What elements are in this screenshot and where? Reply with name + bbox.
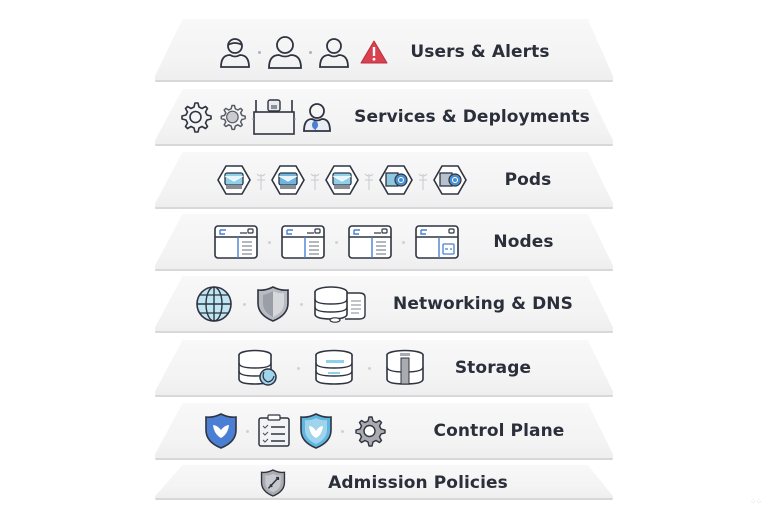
connector-dot	[340, 429, 344, 433]
connector-icon	[363, 168, 375, 192]
layer-label: Storage	[454, 358, 532, 378]
pod-cube-icon	[216, 164, 251, 196]
layer-label: Services & Deployments	[354, 107, 590, 127]
user-admin-icon	[302, 101, 332, 133]
layer-storage: Storage	[155, 340, 613, 398]
pod-cube-icon	[324, 164, 359, 196]
shield-blue-icon	[204, 412, 238, 450]
pod-gear-icon	[432, 164, 467, 196]
layer-edge	[155, 269, 613, 271]
layer-label: Admission Policies	[328, 473, 508, 493]
server-window-alt-icon	[415, 225, 460, 259]
connector-dot	[268, 240, 272, 244]
server-window-icon	[214, 225, 259, 259]
database-network-icon	[313, 285, 367, 323]
layer-edge	[155, 331, 613, 333]
connector-dot	[367, 366, 371, 370]
warning-triangle-icon	[360, 39, 388, 65]
connector-icon	[255, 168, 267, 192]
pod-cube-icon	[270, 164, 305, 196]
checklist-icon	[257, 414, 291, 448]
user-icon	[318, 35, 350, 69]
server-window-icon	[281, 225, 326, 259]
database-sync-icon	[237, 349, 283, 387]
pod-gear-icon	[378, 164, 413, 196]
layer-label: Nodes	[493, 232, 554, 252]
connector-dot	[245, 429, 249, 433]
layer-edge	[155, 498, 613, 500]
layer-edge	[155, 395, 613, 397]
layer-label: Users & Alerts	[410, 42, 550, 62]
shield-cyan-icon	[299, 412, 333, 450]
layer-slab	[155, 340, 613, 396]
connector-dot	[300, 302, 304, 306]
layer-slab	[155, 465, 613, 499]
shield-icon	[256, 285, 290, 323]
gear-icon	[178, 100, 212, 134]
layer-nodes: Nodes	[155, 214, 613, 272]
connector-dot	[296, 366, 300, 370]
layer-admission-policies: Admission Policies	[155, 465, 613, 501]
layer-slab	[155, 19, 613, 81]
layer-control-plane: Control Plane	[155, 403, 613, 461]
gear-filled-icon	[218, 103, 247, 131]
connector-dot	[309, 50, 313, 54]
connector-icon	[417, 168, 429, 192]
watermark-mark: ⁘⁘	[750, 498, 762, 506]
server-window-icon	[348, 225, 393, 259]
globe-icon	[195, 285, 233, 323]
user-icon	[267, 34, 303, 70]
layer-pods: Pods	[155, 152, 613, 210]
connector-dot	[335, 240, 339, 244]
layer-edge	[155, 80, 613, 82]
layer-label: Networking & DNS	[393, 294, 573, 314]
layer-label: Pods	[504, 170, 552, 190]
deployment-box-icon	[252, 98, 297, 136]
user-headset-icon	[218, 35, 252, 69]
connector-dot	[258, 50, 262, 54]
layer-label: Control Plane	[433, 421, 565, 441]
shield-sword-icon	[260, 468, 286, 498]
layer-networking-dns: Networking & DNS	[155, 276, 613, 334]
database-volume-icon	[385, 349, 425, 387]
connector-icon	[309, 168, 321, 192]
database-icon	[314, 349, 354, 387]
layer-edge	[155, 144, 613, 146]
connector-dot	[402, 240, 406, 244]
gear-gray-icon	[352, 414, 386, 448]
connector-dot	[243, 302, 247, 306]
layer-edge	[155, 458, 613, 460]
layer-services-deployments: Services & Deployments	[155, 89, 613, 147]
layer-edge	[155, 207, 613, 209]
layer-users-alerts: Users & Alerts	[155, 19, 613, 83]
